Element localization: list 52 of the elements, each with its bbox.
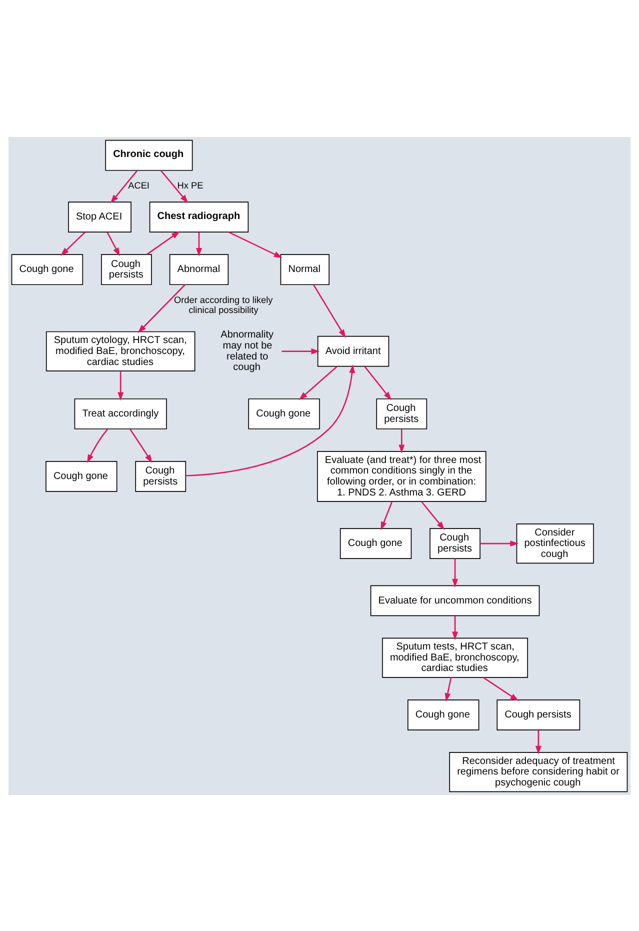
node-box: Cough gone bbox=[46, 460, 118, 492]
edge-label: ACEI bbox=[128, 180, 150, 190]
node-box: Cough gone bbox=[340, 528, 412, 558]
arrow bbox=[186, 364, 356, 476]
node-box: Cough gone bbox=[407, 699, 480, 730]
arrow bbox=[535, 730, 542, 754]
node-box: Cough gone bbox=[11, 254, 84, 285]
node-box: Cough persists bbox=[135, 460, 186, 492]
node-box: Avoid irritant bbox=[317, 335, 390, 366]
arrow bbox=[146, 230, 180, 255]
arrow bbox=[282, 348, 320, 354]
node-box: Cough persists bbox=[496, 699, 580, 730]
node-box: Chronic cough bbox=[105, 139, 193, 170]
arrow bbox=[364, 366, 392, 400]
arrow bbox=[228, 231, 282, 258]
arrow bbox=[452, 558, 458, 587]
node-box: Cough persists bbox=[376, 398, 428, 429]
arrow bbox=[118, 370, 124, 400]
edge-label: Hx PE bbox=[177, 180, 204, 190]
arrow bbox=[60, 231, 86, 256]
arrow bbox=[86, 428, 108, 463]
arrow bbox=[130, 428, 152, 462]
node-text: Abnormality may not be related to cough bbox=[220, 329, 274, 373]
node-box: Abnormal bbox=[169, 254, 229, 285]
node-box: Cough persists bbox=[430, 528, 480, 558]
node-box: Cough persists bbox=[101, 254, 152, 285]
edge-label: Order according to likely clinical possibility bbox=[174, 294, 273, 314]
node-box: Evaluate for uncommon conditions bbox=[370, 584, 540, 616]
arrow bbox=[444, 676, 452, 702]
node-box: Normal bbox=[280, 254, 330, 285]
arrow bbox=[298, 366, 338, 400]
arrow bbox=[480, 540, 519, 546]
arrow bbox=[312, 284, 346, 338]
arrow bbox=[160, 169, 188, 203]
node-box: Consider postinfectious cough bbox=[516, 523, 594, 564]
arrow bbox=[380, 500, 393, 530]
node-box: Treat accordingly bbox=[74, 398, 167, 429]
arrow bbox=[110, 169, 138, 203]
node-box: Cough gone bbox=[248, 398, 320, 429]
node-box: Chest radiograph bbox=[149, 201, 249, 232]
node-box: Stop ACEI bbox=[68, 201, 132, 232]
arrow bbox=[138, 284, 186, 332]
arrow bbox=[398, 428, 405, 453]
arrow bbox=[196, 232, 202, 256]
arrow bbox=[421, 500, 445, 530]
node-box: Reconsider adequacy of treatment regimens before considering habit or psychogenic cough bbox=[449, 752, 628, 792]
arrow bbox=[482, 676, 519, 701]
node-box: Evaluate (and treat*) for three most common conditions singly in the following order, or in combination: 1. PNDS 2. Asthma 3. GERD bbox=[317, 450, 486, 502]
arrow bbox=[452, 615, 458, 640]
arrow bbox=[106, 232, 120, 256]
node-box: Sputum cytology, HRCT scan, modified BaE, bronchoscopy, cardiac studies bbox=[46, 330, 196, 371]
node-box: Sputum tests, HRCT scan, modified BaE, bronchoscopy, cardiac studies bbox=[382, 637, 528, 678]
